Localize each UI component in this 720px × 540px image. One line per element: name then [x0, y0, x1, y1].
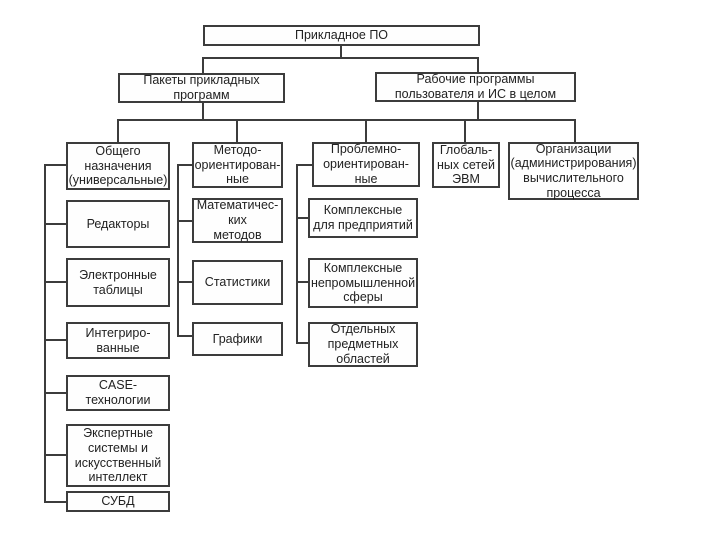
spine-method-column [177, 164, 179, 337]
connector-l2-horizontal [117, 119, 576, 121]
node-problem-oriented: Проблемно- ориентирован- ные [312, 142, 420, 187]
connector-l1-horizontal [202, 57, 479, 59]
stub-graphics [177, 335, 192, 337]
node-complex-nonindustrial: Комплексные непромышленной сферы [308, 258, 418, 308]
spine-problem-column [296, 164, 298, 344]
node-dbms: СУБД [66, 491, 170, 512]
stub-general [44, 164, 66, 166]
node-general: Общего назначения (универсальные) [66, 142, 170, 190]
node-packages: Пакеты прикладных программ [118, 73, 285, 103]
node-integrated: Интегриро- ванные [66, 322, 170, 359]
stub-spreadsheets [44, 281, 66, 283]
connector-drop-method [236, 119, 238, 142]
stub-statistics [177, 281, 192, 283]
node-global-networks: Глобаль- ных сетей ЭВМ [432, 142, 500, 188]
node-expert-systems: Экспертные системы и искусственный интел… [66, 424, 170, 487]
connector-drop-general [117, 119, 119, 142]
connector-drop-userprograms [477, 57, 479, 72]
node-user-programs: Рабочие программы пользователя и ИС в це… [375, 72, 576, 102]
connector-root-down [340, 46, 342, 58]
stub-method [177, 164, 192, 166]
node-complex-enterprise: Комплексные для предприятий [308, 198, 418, 238]
connector-drop-packages [202, 57, 204, 73]
stub-integrated [44, 339, 66, 341]
connector-drop-global [464, 119, 466, 142]
stub-problem [296, 164, 312, 166]
node-statistics: Статистики [192, 260, 283, 305]
connector-drop-problem [365, 119, 367, 142]
node-math-methods: Математичес- ких методов [192, 198, 283, 243]
node-organization: Организации (администрирования) вычислит… [508, 142, 639, 200]
stub-complex-enterprise [296, 217, 312, 219]
connector-packages-down [202, 103, 204, 119]
node-separate-subjects: Отдельных предметных областей [308, 322, 418, 367]
node-method-oriented: Методо- ориентирован- ные [192, 142, 283, 188]
node-graphics: Графики [192, 322, 283, 356]
stub-math [177, 220, 192, 222]
stub-editors [44, 223, 66, 225]
node-spreadsheets: Электронные таблицы [66, 258, 170, 307]
node-root: Прикладное ПО [203, 25, 480, 46]
node-editors: Редакторы [66, 200, 170, 248]
node-case-tech: CASE- технологии [66, 375, 170, 411]
spine-general-column [44, 164, 46, 503]
stub-case [44, 392, 66, 394]
stub-separate-subjects [296, 342, 312, 344]
stub-dbms [44, 501, 66, 503]
stub-expert [44, 454, 66, 456]
stub-complex-nonindustrial [296, 281, 312, 283]
connector-drop-organization [574, 119, 576, 142]
connector-userprograms-down [477, 102, 479, 119]
